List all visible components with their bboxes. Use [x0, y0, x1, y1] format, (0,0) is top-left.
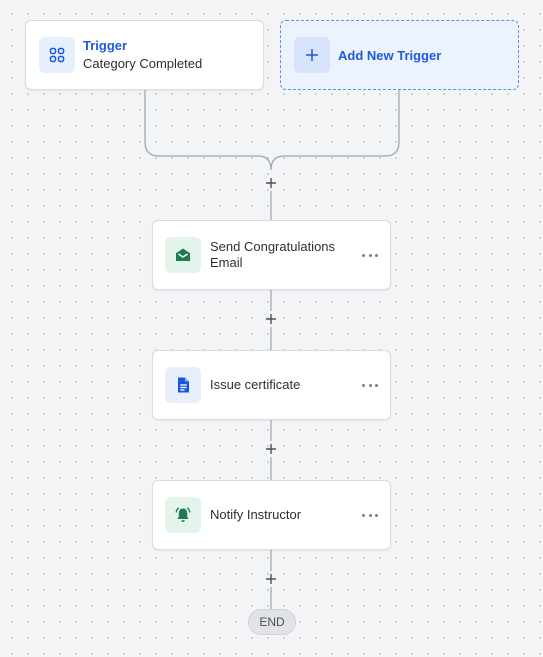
add-trigger-label: Add New Trigger: [338, 47, 442, 63]
more-options-icon[interactable]: [362, 250, 378, 260]
more-options-icon[interactable]: [362, 380, 378, 390]
trigger-value: Category Completed: [83, 56, 203, 71]
insert-step-button[interactable]: [263, 175, 279, 191]
insert-step-button[interactable]: [263, 441, 279, 457]
trigger-label: Trigger: [83, 38, 128, 53]
document-icon: [178, 377, 189, 393]
trigger-card[interactable]: Trigger Category Completed: [25, 20, 264, 90]
step-card-send-email[interactable]: Send Congratulations Email: [152, 220, 391, 290]
step-icon-box: [165, 367, 201, 403]
step-icon-box: [165, 237, 201, 273]
add-new-trigger-button[interactable]: Add New Trigger: [280, 20, 519, 90]
step-title: Notify Instructor: [210, 507, 302, 522]
trigger-icon-box: [39, 37, 75, 73]
step-icon-box: [165, 497, 201, 533]
step-card-issue-certificate[interactable]: Issue certificate: [152, 350, 391, 420]
plus-icon: [266, 314, 276, 324]
step-title: Issue certificate: [210, 377, 301, 392]
insert-step-button[interactable]: [263, 571, 279, 587]
bell-icon: [175, 507, 191, 522]
more-options-icon[interactable]: [362, 510, 378, 520]
plus-icon: [266, 178, 276, 188]
plus-icon: [306, 49, 318, 61]
insert-step-button[interactable]: [263, 311, 279, 327]
mail-open-icon: [176, 248, 190, 261]
trigger-text: Trigger Category Completed: [83, 37, 202, 73]
step-title: Send Congratulations Email: [210, 239, 336, 270]
grid-icon: [49, 47, 65, 63]
add-trigger-icon-box: [294, 37, 330, 73]
step-card-notify-instructor[interactable]: Notify Instructor: [152, 480, 391, 550]
plus-icon: [266, 574, 276, 584]
end-node: END: [248, 609, 296, 635]
plus-icon: [266, 444, 276, 454]
